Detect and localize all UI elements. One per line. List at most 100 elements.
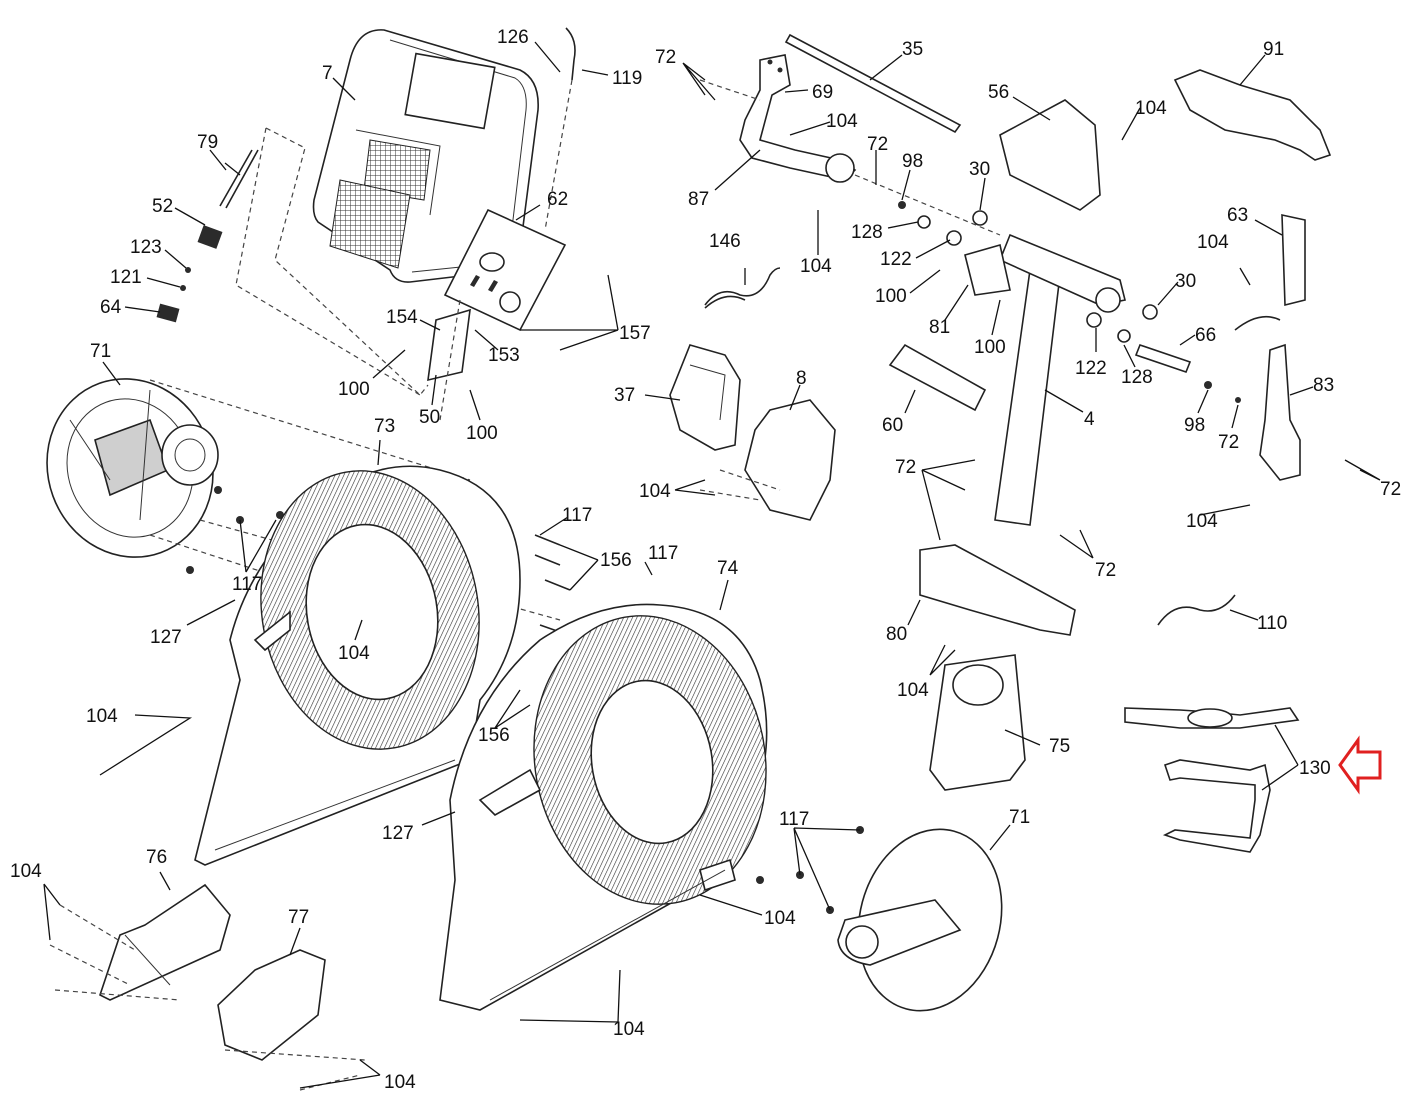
console-bracket-part-62 bbox=[443, 208, 567, 332]
label-7: 7 bbox=[322, 63, 333, 84]
label-64: 64 bbox=[100, 297, 122, 318]
screws-117-right bbox=[756, 826, 864, 914]
label-72: 72 bbox=[867, 134, 888, 155]
base-part-80 bbox=[919, 544, 1076, 636]
label-154: 154 bbox=[386, 307, 418, 328]
label-117: 117 bbox=[562, 505, 592, 526]
label-157: 157 bbox=[619, 323, 651, 344]
wire-part-146 bbox=[704, 267, 781, 309]
label-56: 56 bbox=[988, 82, 1009, 103]
label-127: 127 bbox=[150, 627, 182, 648]
cover-part-56 bbox=[999, 99, 1101, 211]
label-98: 98 bbox=[902, 151, 923, 172]
label-104: 104 bbox=[800, 256, 832, 277]
handlebar-part-87 bbox=[739, 54, 857, 183]
left-shroud-part-73 bbox=[194, 465, 521, 866]
label-104: 104 bbox=[897, 680, 929, 701]
label-128: 128 bbox=[1121, 367, 1153, 388]
bracket-part-154 bbox=[427, 299, 471, 421]
screws-156 bbox=[509, 534, 571, 713]
part-number-labels: 7 126 119 79 52 123 121 64 62 154 153 15… bbox=[10, 27, 1401, 1093]
label-122: 122 bbox=[1075, 358, 1107, 379]
label-60: 60 bbox=[882, 415, 903, 436]
label-123: 123 bbox=[130, 237, 162, 258]
label-117: 117 bbox=[779, 809, 809, 830]
left-disc-part-71 bbox=[46, 378, 219, 558]
label-62: 62 bbox=[547, 189, 568, 210]
wire-part-110 bbox=[1157, 594, 1236, 626]
label-79: 79 bbox=[197, 132, 218, 153]
label-119: 119 bbox=[612, 68, 642, 89]
handlebar-part-63 bbox=[1281, 214, 1306, 307]
label-71: 71 bbox=[1009, 807, 1030, 828]
label-104: 104 bbox=[1135, 98, 1167, 119]
label-104: 104 bbox=[338, 643, 370, 664]
label-104: 104 bbox=[1186, 511, 1218, 532]
label-156: 156 bbox=[600, 550, 632, 571]
label-35: 35 bbox=[902, 39, 923, 60]
upright-part-4 bbox=[964, 233, 1126, 526]
label-72: 72 bbox=[1218, 432, 1239, 453]
leader-lines bbox=[43, 41, 1381, 1089]
top-cover-part-91 bbox=[1173, 69, 1332, 161]
label-76: 76 bbox=[146, 847, 167, 868]
console-part-7 bbox=[312, 29, 539, 283]
sensor-parts-group bbox=[156, 149, 259, 323]
label-71: 71 bbox=[90, 341, 111, 362]
cover-part-37 bbox=[669, 344, 741, 451]
label-73: 73 bbox=[374, 416, 395, 437]
label-4: 4 bbox=[1084, 409, 1095, 430]
label-121: 121 bbox=[110, 267, 142, 288]
cover-part-75 bbox=[929, 654, 1026, 791]
label-87: 87 bbox=[688, 189, 709, 210]
label-126: 126 bbox=[497, 27, 529, 48]
label-117: 117 bbox=[232, 574, 262, 595]
label-104: 104 bbox=[613, 1019, 645, 1040]
label-100: 100 bbox=[875, 286, 907, 307]
label-156: 156 bbox=[478, 725, 510, 746]
label-37: 37 bbox=[614, 385, 635, 406]
label-50: 50 bbox=[419, 407, 440, 428]
label-104: 104 bbox=[10, 861, 42, 882]
label-110: 110 bbox=[1257, 613, 1287, 634]
label-130: 130 bbox=[1299, 758, 1331, 779]
label-80: 80 bbox=[886, 624, 907, 645]
label-83: 83 bbox=[1313, 375, 1334, 396]
label-104: 104 bbox=[1197, 232, 1229, 253]
highlight-arrow-icon bbox=[1338, 735, 1382, 795]
label-104: 104 bbox=[384, 1072, 416, 1093]
label-30: 30 bbox=[1175, 271, 1196, 292]
label-81: 81 bbox=[929, 317, 950, 338]
label-72: 72 bbox=[655, 47, 676, 68]
handlebar-part-83 bbox=[1259, 343, 1301, 481]
label-74: 74 bbox=[717, 558, 739, 579]
label-146: 146 bbox=[709, 231, 741, 252]
axle-part-66 bbox=[1134, 343, 1192, 374]
label-98: 98 bbox=[1184, 415, 1205, 436]
right-shroud-part-74 bbox=[439, 603, 768, 1011]
label-122: 122 bbox=[880, 249, 912, 270]
label-128: 128 bbox=[851, 222, 883, 243]
label-100: 100 bbox=[974, 337, 1006, 358]
label-72: 72 bbox=[1095, 560, 1116, 581]
cover-part-8 bbox=[744, 399, 836, 521]
label-104: 104 bbox=[764, 908, 796, 929]
label-52: 52 bbox=[152, 196, 173, 217]
label-91: 91 bbox=[1263, 39, 1284, 60]
label-69: 69 bbox=[812, 82, 833, 103]
label-66: 66 bbox=[1195, 325, 1216, 346]
right-disc-part-71 bbox=[837, 828, 1003, 1012]
label-30: 30 bbox=[969, 159, 990, 180]
label-104: 104 bbox=[86, 706, 118, 727]
label-8: 8 bbox=[796, 368, 807, 389]
rod-part-35 bbox=[784, 33, 962, 134]
label-77: 77 bbox=[288, 907, 309, 928]
label-127: 127 bbox=[382, 823, 414, 844]
label-100: 100 bbox=[338, 379, 370, 400]
label-72: 72 bbox=[1380, 479, 1401, 500]
rear-cover-part-77 bbox=[217, 949, 326, 1061]
label-117: 117 bbox=[648, 543, 678, 564]
chest-strap-part-130 bbox=[1124, 707, 1300, 853]
